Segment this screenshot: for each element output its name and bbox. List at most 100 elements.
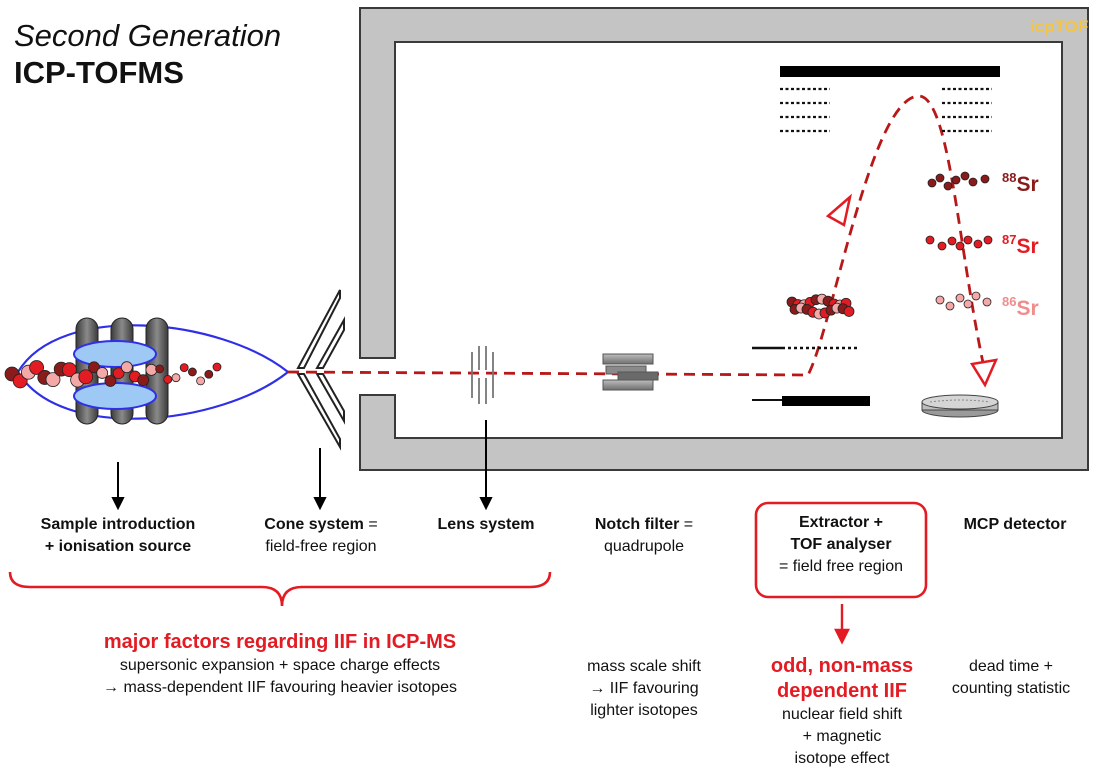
isotope-label-88: 88Sr <box>1002 170 1039 197</box>
cone-system <box>296 289 345 451</box>
major-factors-line2: → mass-dependent IIF favouring heavier i… <box>103 679 457 696</box>
sr87-ion-packet <box>925 235 993 251</box>
sr88-ion-packet <box>927 171 990 191</box>
tof-effect-arrow <box>834 604 850 645</box>
ion-particle <box>935 295 945 305</box>
sample-introduction-label: Sample introduction + ionisation source <box>10 514 226 558</box>
cone-label-bold: Cone system <box>264 516 364 533</box>
ion-particle <box>843 306 855 317</box>
ion-particle <box>983 235 993 245</box>
ion-particle <box>196 376 206 386</box>
tof-label-line1: Extractor + <box>798 514 884 531</box>
ion-particle <box>155 364 165 374</box>
ion-particle <box>45 372 61 387</box>
ion-particle <box>925 235 935 245</box>
sample-label-line1: Sample introduction <box>40 516 196 533</box>
ion-particle <box>145 364 158 376</box>
ion-particle <box>960 171 970 181</box>
plasma-torch <box>4 317 290 425</box>
ion-particle <box>927 178 937 188</box>
reflectron <box>780 66 1000 133</box>
isotope-symbol: Sr <box>1016 235 1039 258</box>
isotope-mass: 86 <box>1002 294 1017 309</box>
ion-particle <box>120 361 133 374</box>
notch-label-rest: = <box>679 516 694 533</box>
notch-filter-label: Notch filter = quadrupole <box>566 514 722 558</box>
ion-particle <box>187 367 197 377</box>
mcp-effect-text: dead time + counting statistic <box>936 656 1086 700</box>
tof-label-line3: = field free region <box>778 558 904 575</box>
isotope-mass: 87 <box>1002 232 1017 247</box>
tof-effect-heading-1: odd, non-mass <box>770 655 914 677</box>
ion-particle <box>62 362 77 378</box>
instrument-housing <box>359 7 1089 471</box>
title-line-2: ICP-TOFMS <box>14 55 184 90</box>
ion-particle <box>204 369 214 379</box>
plasma-ion-cloud <box>4 360 222 389</box>
notch-effect-line3: lighter isotopes <box>590 702 698 719</box>
ion-particle <box>112 367 125 380</box>
ion-particle <box>935 173 945 183</box>
ion-particle <box>163 375 173 384</box>
lens-label: Lens system <box>437 516 535 533</box>
ion-particle <box>137 374 150 387</box>
ion-particle <box>955 241 965 251</box>
tof-effect-text: odd, non-mass dependent IIF nuclear fiel… <box>746 654 938 770</box>
cone-system-label: Cone system = field-free region <box>236 514 406 558</box>
ion-particle <box>88 361 100 374</box>
brand-logo: icpTOF <box>1030 17 1089 36</box>
sr86-ion-packet <box>935 291 992 311</box>
notch-effect-line1: mass scale shift <box>587 658 701 675</box>
isotope-label-87: 87Sr <box>1002 232 1039 259</box>
mcp-label: MCP detector <box>963 516 1067 533</box>
extractor-ion-cloud <box>786 293 855 320</box>
isotope-mass: 88 <box>1002 170 1017 185</box>
ion-particle <box>212 362 222 372</box>
tof-effect-line2: + magnetic <box>802 728 882 745</box>
beam-arrow-down <box>969 358 999 388</box>
ion-particle <box>947 236 957 246</box>
mcp-effect-line2: counting statistic <box>951 680 1071 697</box>
ion-particle <box>937 241 947 251</box>
component-arrows <box>111 420 493 511</box>
major-factors-heading: major factors regarding IIF in ICP-MS <box>103 631 457 653</box>
ion-particle <box>29 360 44 375</box>
title-line-1: Second Generation <box>14 18 282 53</box>
major-factors-text: major factors regarding IIF in ICP-MS su… <box>20 630 540 699</box>
tof-analyser-label: Extractor + TOF analyser = field free re… <box>758 512 924 578</box>
tof-extractor <box>752 346 870 406</box>
lens-system <box>471 346 494 404</box>
isotope-symbol: Sr <box>1016 173 1039 196</box>
major-factors-line1: supersonic expansion + space charge effe… <box>119 657 441 674</box>
ion-particle <box>968 177 978 187</box>
tof-effect-heading-2: dependent IIF <box>777 680 907 702</box>
mcp-detector <box>921 394 999 418</box>
plasma-lobe <box>73 340 157 368</box>
tof-label-line2: TOF analyser <box>790 536 892 553</box>
isotope-label-86: 86Sr <box>1002 294 1039 321</box>
grouping-brace <box>8 571 552 607</box>
ion-particle <box>104 375 117 387</box>
ion-particle <box>973 239 983 249</box>
ion-particle <box>96 367 109 379</box>
ion-particle <box>78 369 94 385</box>
ion-particle <box>171 373 181 383</box>
beam-arrow-up <box>825 193 853 227</box>
cone-label-line2: field-free region <box>265 538 377 555</box>
ion-particle <box>971 291 981 301</box>
ion-particle <box>945 301 955 311</box>
isotope-symbol: Sr <box>1016 297 1039 320</box>
notch-effect-line2: → IIF favouring <box>589 680 699 697</box>
ion-particle <box>982 297 992 307</box>
notch-filter-quadrupole <box>602 353 659 391</box>
ion-particle <box>951 175 961 185</box>
ion-particle <box>179 363 189 373</box>
notch-effect-text: mass scale shift → IIF favouring lighter… <box>560 656 728 722</box>
notch-label-line2: quadrupole <box>603 538 685 555</box>
ion-particle <box>963 235 973 245</box>
mcp-detector-label: MCP detector <box>944 514 1086 536</box>
tof-highlight-box <box>754 501 928 599</box>
notch-label-bold: Notch filter <box>594 516 680 533</box>
lens-system-label: Lens system <box>426 514 546 536</box>
